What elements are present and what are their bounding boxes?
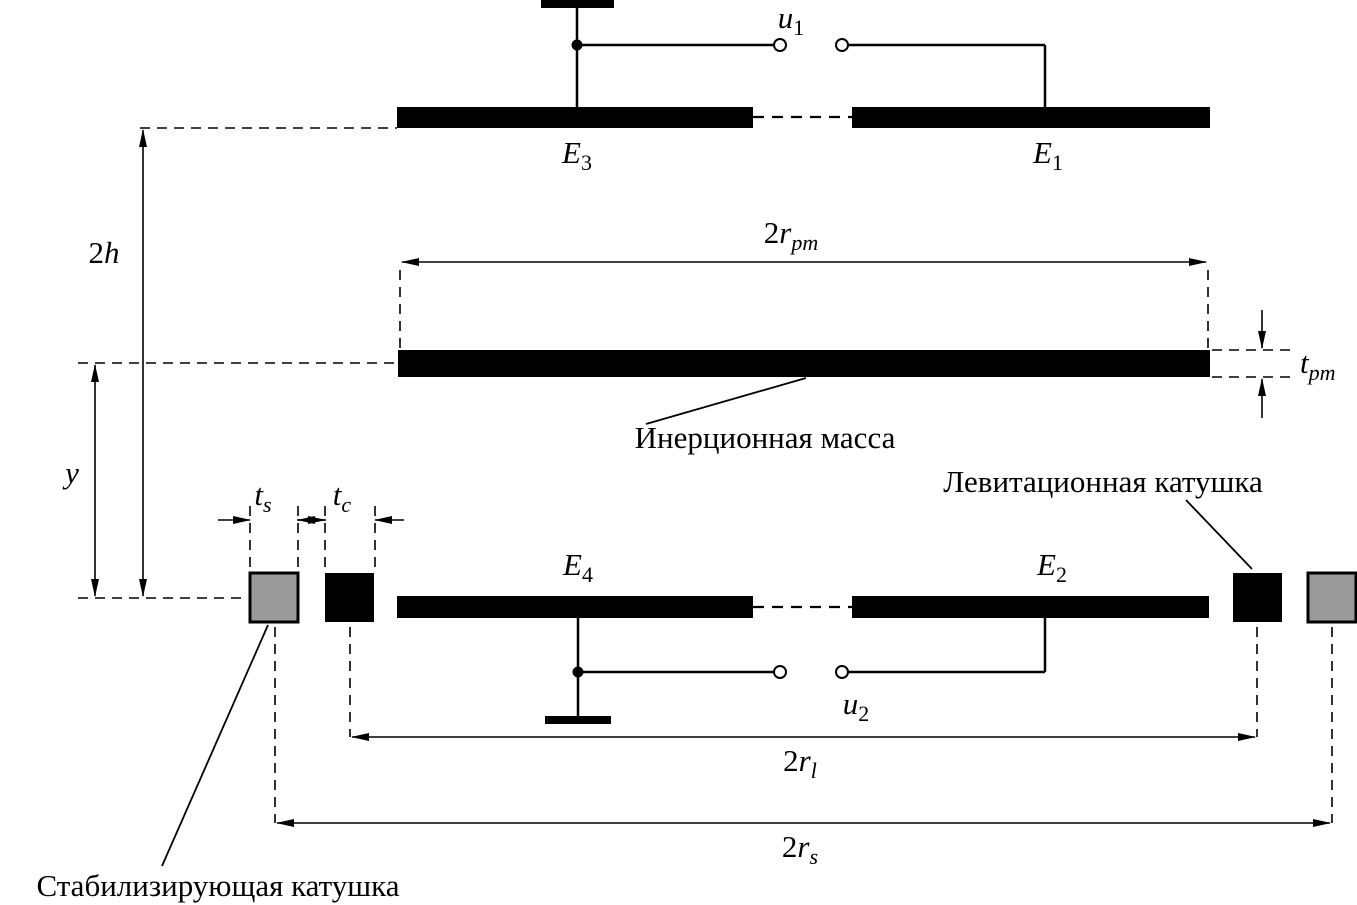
electrode-e1-bar — [852, 107, 1210, 128]
electrode-e2-bar — [852, 596, 1209, 618]
label-stabilizing-coil: Стабилизирующая катушка — [36, 868, 399, 903]
label-2rs: 2rs — [782, 829, 818, 869]
inertial-mass-assembly: 2rpm tpm Инерционная масса — [398, 215, 1336, 455]
label-e2: E2 — [1036, 547, 1067, 587]
levitation-coil-annotation: Левитационная катушка — [943, 464, 1263, 570]
dim-ts-tc: ts tc — [218, 477, 404, 570]
levitation-coil-left — [325, 573, 374, 622]
coils-and-bottom-electrodes: E4 E2 — [248, 547, 1357, 624]
stabilizing-coil-annotation: Стабилизирующая катушка — [36, 624, 400, 903]
label-2rpm: 2rpm — [764, 215, 818, 255]
label-u2: u2 — [843, 686, 870, 726]
inertial-mass-bar — [398, 350, 1210, 377]
bottom-electrode-circuit: u2 — [545, 618, 1047, 726]
label-tpm: tpm — [1300, 345, 1336, 385]
label-levitation-coil: Левитационная катушка — [943, 464, 1263, 499]
label-e3: E3 — [561, 135, 592, 175]
levitation-coil-right — [1233, 573, 1282, 622]
label-2h: 2h — [89, 235, 120, 270]
switch-terminal-u2-right — [835, 665, 849, 679]
label-u1: u1 — [778, 0, 805, 40]
ground-symbol-top — [541, 0, 614, 107]
dim-y: y — [62, 362, 397, 599]
switch-terminal-u2-left — [773, 665, 787, 679]
label-2rl: 2rl — [783, 743, 817, 783]
label-inertial-mass: Инерционная масса — [635, 420, 896, 455]
leader-stabilizing-coil — [161, 624, 269, 867]
label-tc: tc — [333, 477, 352, 517]
electrode-e3-bar — [397, 107, 753, 128]
label-e1: E1 — [1032, 135, 1063, 175]
dim-2h: 2h — [89, 127, 397, 597]
dim-2rs: 2rs — [274, 627, 1333, 869]
switch-terminal-u1-left — [773, 38, 787, 52]
dim-2rl: 2rl — [349, 627, 1258, 783]
top-electrode-circuit: u1 E3 E1 — [397, 0, 1210, 175]
label-ts: ts — [254, 477, 271, 517]
leader-inertial-mass — [645, 377, 807, 425]
leader-levitation-coil — [1185, 499, 1253, 570]
label-e4: E4 — [562, 547, 593, 587]
stabilizing-coil-right — [1306, 571, 1357, 624]
electrode-e4-bar — [397, 596, 753, 618]
switch-terminal-u1-right — [835, 38, 849, 52]
label-y: y — [62, 455, 79, 490]
stabilizing-coil-left — [248, 571, 300, 624]
